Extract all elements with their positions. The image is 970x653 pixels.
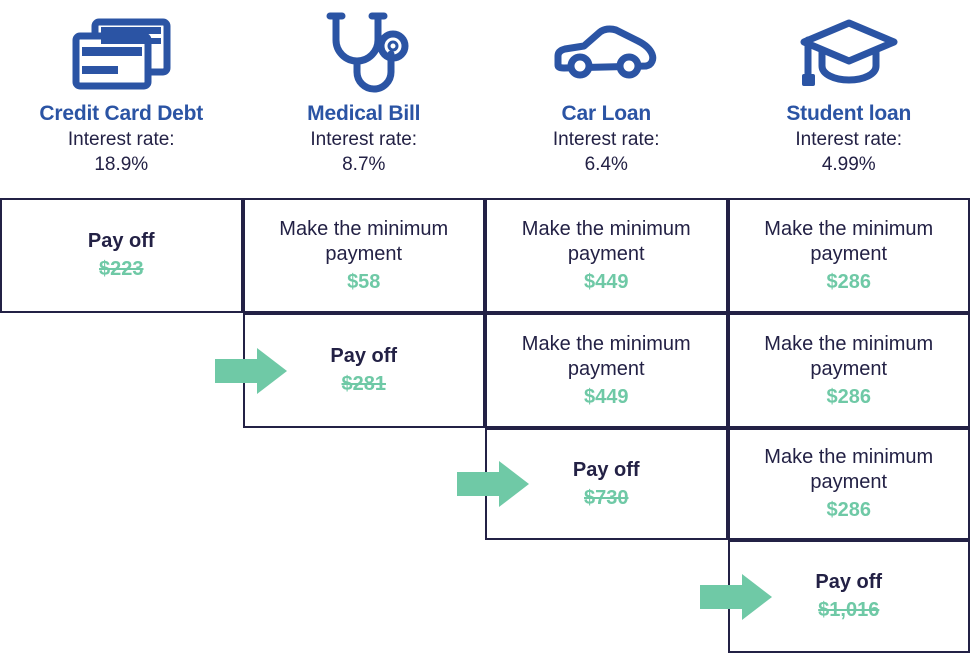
payment-amount: $286	[826, 499, 872, 521]
payment-amount: $1,016	[818, 599, 880, 621]
debt-name: Car Loan	[561, 102, 652, 125]
interest-rate-value: 18.9%	[94, 154, 149, 175]
debt-name: Medical Bill	[307, 102, 421, 125]
payment-amount: $730	[584, 486, 629, 509]
payoff-cell-medical-bill-row2: Pay off $281	[242, 313, 485, 428]
payoff-cell-credit-card-debt-row1: Pay off $223	[0, 198, 243, 313]
credit-card-icon	[68, 8, 174, 100]
interest-rate-label: Interest rate:	[310, 129, 418, 150]
payoff-cell-student-loan-row4: Pay off $1,016	[727, 540, 970, 653]
payment-amount: $449	[584, 270, 629, 293]
car-icon	[550, 8, 662, 100]
interest-rate-label: Interest rate:	[795, 129, 903, 150]
payment-amount: $286	[826, 385, 872, 408]
interest-rate-label: Interest rate:	[552, 129, 660, 150]
debt-name: Student loan	[786, 102, 912, 125]
interest-rate-value: 6.4%	[584, 154, 628, 175]
debt-header-car-loan: Car Loan Interest rate: 6.4%	[485, 0, 728, 198]
interest-rate-value: 8.7%	[342, 154, 386, 175]
interest-rate-label: Interest rate:	[67, 129, 175, 150]
payment-amount: $223	[99, 258, 144, 280]
payoff-action-label: Pay off	[815, 571, 883, 593]
payoff-action-label: Pay off	[572, 458, 640, 481]
debt-header-student-loan: Student loan Interest rate: 4.99%	[728, 0, 970, 198]
payoff-action-label: Pay off	[87, 230, 155, 252]
debt-header-credit-card-debt: Credit Card Debt Interest rate: 18.9%	[0, 0, 243, 198]
debt-name: Credit Card Debt	[39, 102, 204, 125]
payment-amount: $286	[826, 270, 872, 293]
payment-amount: $58	[347, 270, 381, 293]
payoff-cell-car-loan-row3: Pay off $730	[485, 428, 728, 540]
interest-rate-value: 4.99%	[821, 154, 876, 175]
graduation-cap-icon	[794, 8, 904, 100]
payoff-action-label: Pay off	[330, 345, 398, 367]
debt-header-medical-bill: Medical Bill Interest rate: 8.7%	[243, 0, 486, 198]
stethoscope-icon	[314, 8, 414, 100]
payment-amount: $449	[584, 385, 629, 408]
payment-amount: $281	[341, 373, 387, 395]
debt-header-row: Credit Card Debt Interest rate: 18.9%	[0, 0, 970, 198]
